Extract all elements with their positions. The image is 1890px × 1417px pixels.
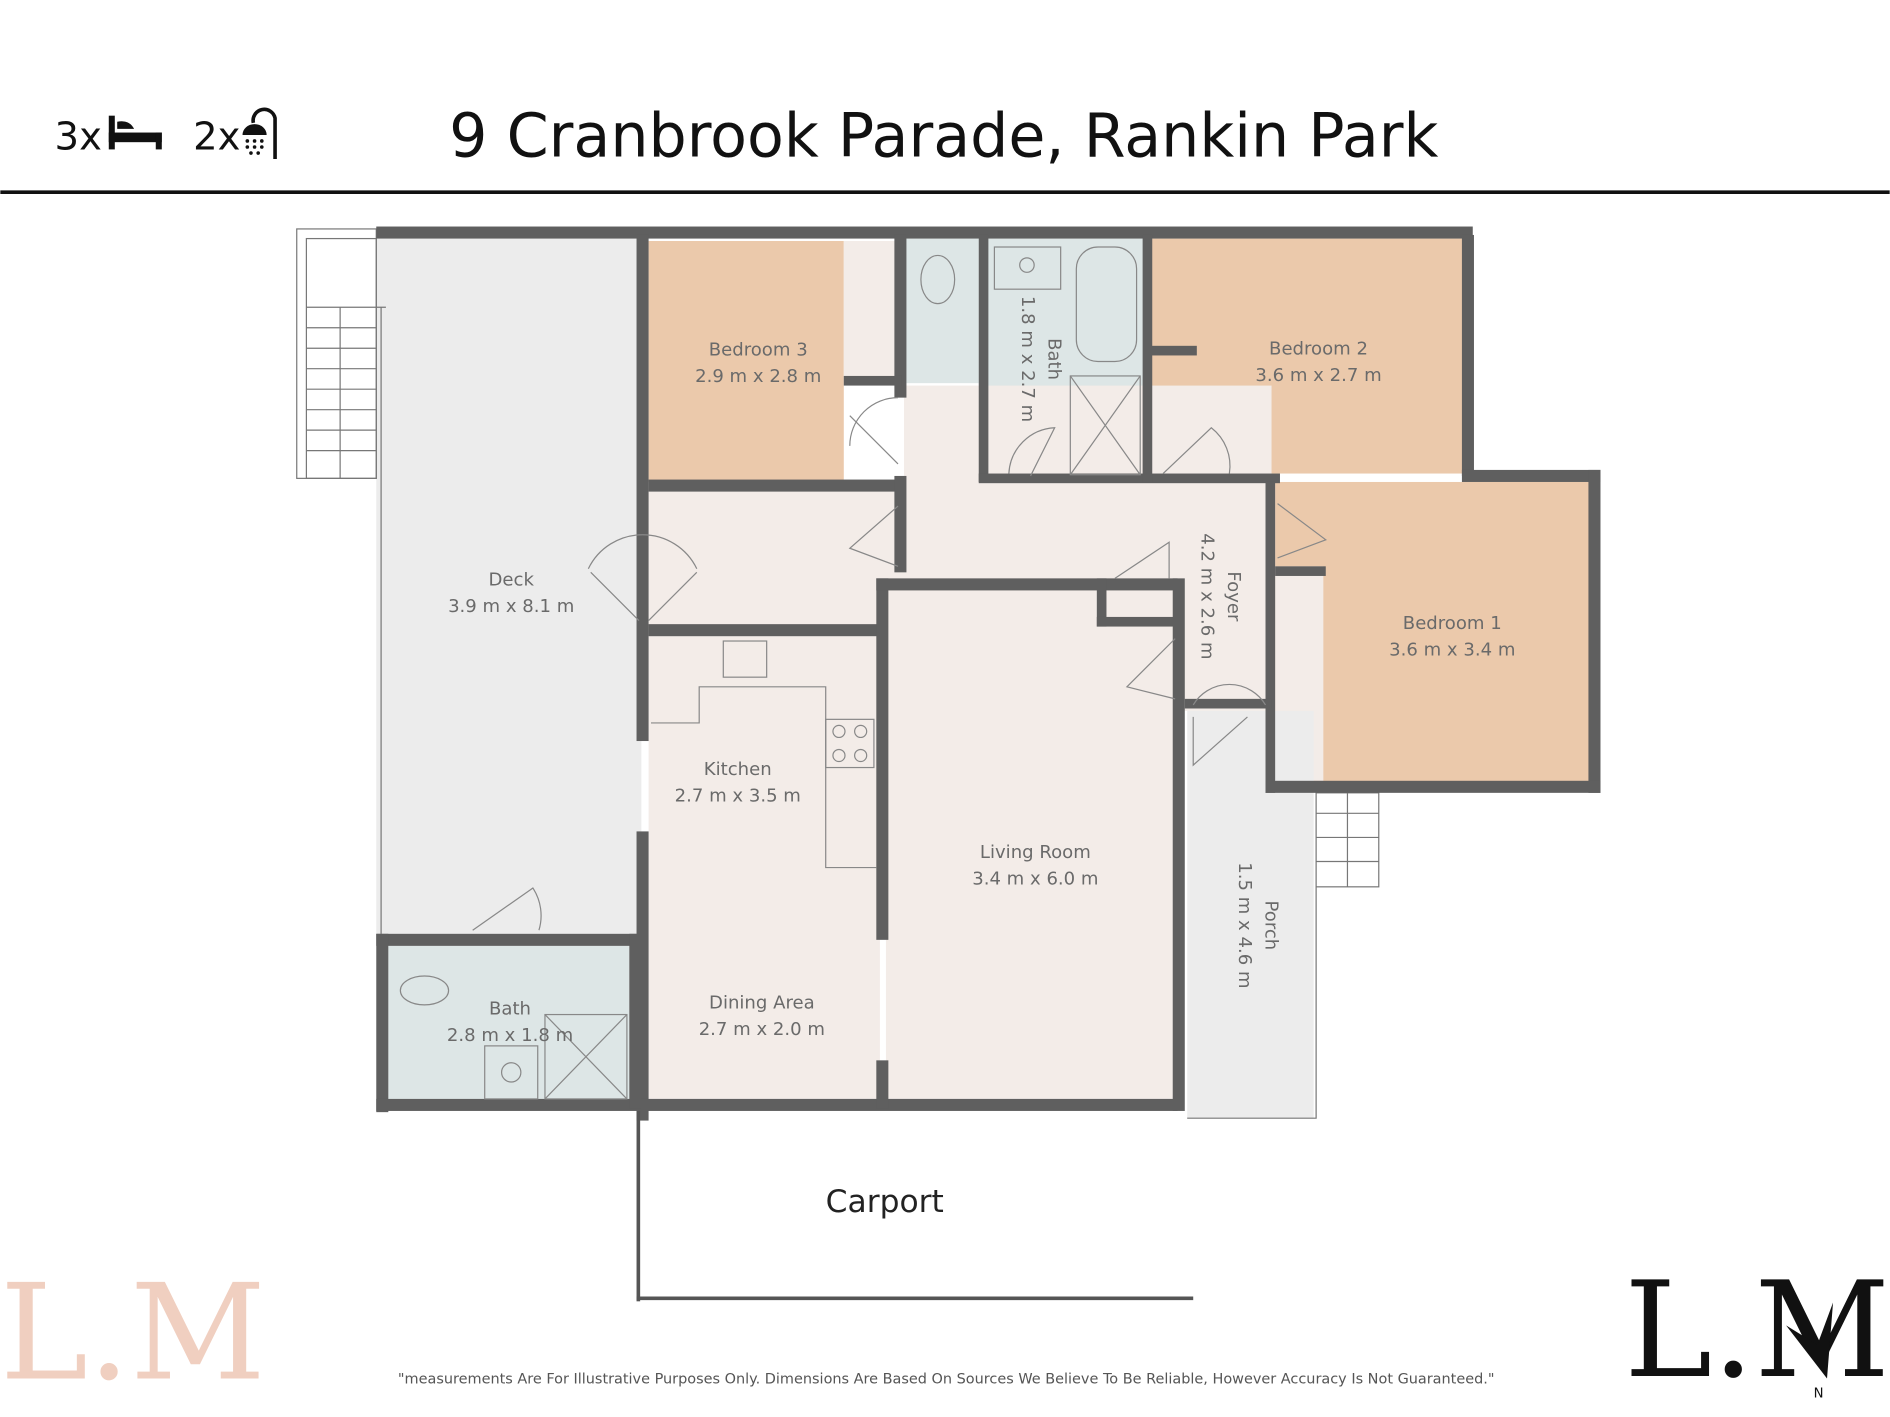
room-labels: Deck 3.9 m x 8.1 m Bedroom 3 2.9 m x 2.8… [447,296,1516,1046]
foyer-area [904,385,1272,585]
bedroom-count: 3x [55,114,102,159]
kitchen-size: 2.7 m x 3.5 m [675,785,801,806]
sink-icon [722,640,768,678]
bath-lower-size: 2.8 m x 1.8 m [447,1025,573,1046]
walls [376,226,1601,1121]
dining-size: 2.7 m x 2.0 m [699,1019,825,1040]
deck-area [376,234,642,940]
porch-area [1187,710,1314,1119]
porch-steps [1187,792,1380,1119]
bath-lower-label: Bath [489,999,531,1020]
compass-arrow-icon [1786,1302,1834,1379]
logo-right: L.M [1624,1254,1890,1408]
room-fills [376,234,1591,1119]
toilet-icon-lower [399,975,450,1006]
bedroom1-size: 3.6 m x 3.4 m [1389,639,1515,660]
kitchen-label: Kitchen [704,759,772,780]
porch-size: 1.5 m x 4.6 m [1234,862,1255,988]
bed-icon [108,115,162,150]
bedroom3-label: Bedroom 3 [709,339,808,360]
deck-size: 3.9 m x 8.1 m [448,596,574,617]
carport-label: Carport [826,1184,944,1220]
hall-area [648,487,905,627]
bath-main-label: Bath [1044,338,1065,380]
bedroom2-label: Bedroom 2 [1269,338,1368,359]
basin-icon [993,246,1062,290]
bedroom3-size: 2.9 m x 2.8 m [695,366,821,387]
header-divider [0,190,1890,194]
toilet-icon [920,254,956,305]
disclaimer: "measurements Are For Illustrative Purpo… [398,1371,1495,1387]
porch-label: Porch [1261,901,1282,951]
shower-icon [242,107,277,160]
compass-label: N [1814,1387,1824,1402]
page-title: 9 Cranbrook Parade, Rankin Park [449,102,1438,172]
foyer-size: 4.2 m x 2.6 m [1197,533,1218,659]
fixtures [399,246,1327,1100]
living-area [885,588,1176,1099]
bathtub-icon [1075,246,1138,363]
bedroom1-label: Bedroom 1 [1403,613,1502,634]
carport: Carport [636,1110,1194,1302]
dining-label: Dining Area [709,993,815,1014]
bath-lower-area [388,945,630,1099]
bath-main-size: 1.8 m x 2.7 m [1017,296,1038,422]
header: 3x 2x 9 Cranbrook Parade, Rankin Park [0,102,1890,194]
toilet-area [906,238,979,384]
footer: L.M "measurements Are For Illustrative P… [0,1254,1890,1410]
bedroom3-area [648,240,844,482]
deck-label: Deck [489,570,535,591]
living-size: 3.4 m x 6.0 m [972,868,1098,889]
foyer-label: Foyer [1223,571,1244,622]
shower-stall-icon [1069,375,1141,476]
shower-stall-icon-lower [544,1013,628,1100]
basin-icon-lower [484,1045,539,1100]
bedroom2-size: 3.6 m x 2.7 m [1255,365,1381,386]
bedroom1-area [1275,481,1591,784]
deck-stairs [296,228,386,934]
logo-left: L.M [0,1256,266,1410]
bathroom-count: 2x [193,114,240,159]
living-label: Living Room [980,842,1091,863]
